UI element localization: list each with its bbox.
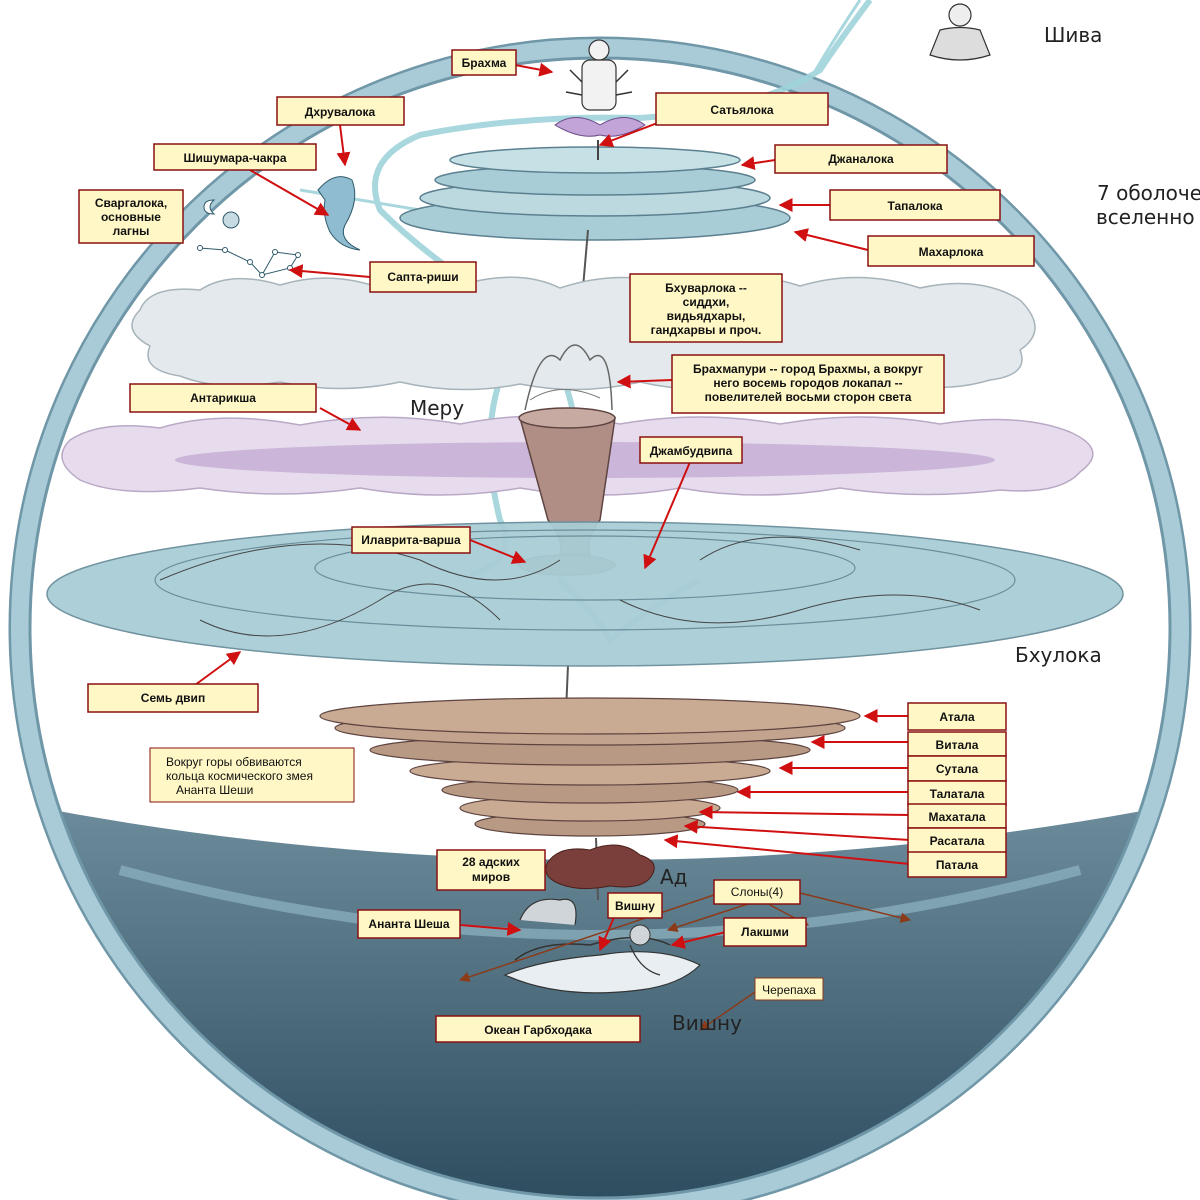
svg-text:гандхарвы и проч.: гандхарвы и проч. — [651, 323, 762, 337]
vishnu-on-shesha — [503, 898, 702, 994]
svg-text:Слоны(4): Слоны(4) — [731, 885, 783, 899]
label-ananta-note: Вокруг горы обвиваются кольца космическо… — [149, 747, 355, 803]
svg-text:Расатала: Расатала — [930, 834, 985, 848]
svg-text:него восемь городов локапал --: него восемь городов локапал -- — [713, 376, 902, 390]
label-antariksha: Антарикша — [129, 383, 317, 413]
svg-text:Брахма: Брахма — [462, 56, 507, 70]
label-ananta-shesha: Ананта Шеша — [357, 909, 461, 939]
svg-text:Лакшми: Лакшми — [741, 925, 789, 939]
label-sutala: Сутала — [907, 755, 1007, 782]
svg-text:Бхуварлока --: Бхуварлока -- — [665, 281, 747, 295]
caption-vishnu: Вишну — [672, 1011, 742, 1035]
svg-text:видьядхары,: видьядхары, — [667, 309, 746, 323]
pointer-arrows — [194, 62, 911, 952]
svarga-celestial — [203, 199, 240, 229]
svg-text:Талатала: Талатала — [930, 787, 985, 801]
caption-shells-2: вселенно — [1096, 205, 1195, 229]
label-lakshmi: Лакшми — [723, 917, 807, 947]
label-ilavrita: Илаврита-варша — [351, 526, 471, 554]
label-elephants: Слоны(4) — [713, 879, 801, 905]
svg-text:Океан Гарбходака: Океан Гарбходака — [484, 1023, 592, 1037]
hells-clump — [545, 844, 655, 890]
caption-shiva: Шива — [1044, 23, 1102, 47]
label-maharloka: Махарлока — [867, 235, 1035, 267]
label-tapaloka: Тапалока — [829, 189, 1001, 221]
label-ocean: Океан Гарбходака — [435, 1015, 641, 1043]
upper-lokas — [399, 146, 791, 241]
svg-text:основные: основные — [101, 210, 161, 224]
label-saptarishi: Сапта-риши — [369, 261, 477, 293]
label-svargaloka: Сваргалока, основные лагны — [78, 189, 184, 244]
svg-text:лагны: лагны — [113, 224, 150, 238]
svg-text:Брахмапури -- город Брахмы, а: Брахмапури -- город Брахмы, а вокруг — [693, 362, 923, 376]
caption-ad: Ад — [660, 865, 688, 889]
svg-text:кольца космического змея: кольца космического змея — [166, 769, 313, 783]
label-hells: 28 адских миров — [436, 849, 546, 891]
caption-meru: Меру — [410, 396, 464, 420]
svg-text:сиддхи,: сиддхи, — [683, 295, 730, 309]
svg-text:Вокруг горы обвиваются: Вокруг горы обвиваются — [166, 755, 302, 769]
svg-text:Махарлока: Махарлока — [919, 245, 984, 259]
label-patala: Патала — [907, 851, 1007, 878]
label-sem-dvip: Семь двип — [87, 683, 259, 713]
svg-text:Дхрувалока: Дхрувалока — [305, 105, 376, 119]
label-mahatala: Махатала — [907, 803, 1007, 829]
bhuloka-disc — [46, 521, 1124, 667]
label-brahmapuri: Брахмапури -- город Брахмы, а вокруг нег… — [671, 354, 945, 414]
svg-text:Антарикша: Антарикша — [190, 391, 256, 405]
svg-text:Ананта Шеши: Ананта Шеши — [176, 783, 253, 797]
svg-text:Черепаха: Черепаха — [762, 983, 816, 997]
svg-text:Ананта Шеша: Ананта Шеша — [368, 917, 449, 931]
svg-text:Джаналока: Джаналока — [828, 152, 894, 166]
shishumara-dolphin — [317, 176, 361, 251]
label-bhuvarloka: Бхуварлока -- сиддхи, видьядхары, гандха… — [629, 273, 783, 343]
elephant-arrows — [459, 892, 912, 1031]
lower-lokas — [319, 697, 861, 837]
caption-bhuloka: Бхулока — [1015, 643, 1102, 667]
label-dhruvaloka: Дхрувалока — [276, 96, 405, 126]
label-turtle: Черепаха — [754, 977, 824, 1001]
svg-text:Атала: Атала — [939, 710, 975, 724]
svg-text:Тапалока: Тапалока — [887, 199, 942, 213]
svg-text:миров: миров — [472, 870, 510, 884]
garbhodaka-ocean — [10, 800, 1190, 1200]
svg-text:Витала: Витала — [936, 738, 979, 752]
label-vitala: Витала — [907, 731, 1007, 757]
svg-text:Илаврита-варша: Илаврита-варша — [361, 533, 461, 547]
label-jambudvipa: Джамбудвипа — [639, 436, 743, 464]
svg-text:повелителей восьми сторон свет: повелителей восьми сторон света — [705, 390, 912, 404]
label-satyaloka: Сатьялока — [655, 92, 829, 126]
label-rasatala: Расатала — [907, 827, 1007, 854]
saptarishi-constellation — [197, 245, 301, 278]
svg-text:Джамбудвипа: Джамбудвипа — [650, 444, 733, 458]
svg-text:Вишну: Вишну — [615, 899, 655, 913]
label-janaloka: Джаналока — [774, 144, 948, 174]
shiva-figure — [929, 3, 991, 61]
svg-text:Сапта-риши: Сапта-риши — [387, 270, 458, 284]
label-talatala: Талатала — [907, 780, 1007, 806]
svg-text:Махатала: Махатала — [928, 810, 985, 824]
brahma-figure — [554, 39, 646, 137]
svg-text:Сваргалока,: Сваргалока, — [95, 196, 167, 210]
label-atala: Атала — [907, 702, 1007, 731]
label-vishnu-box: Вишну — [607, 892, 663, 919]
label-brahma: Брахма — [451, 49, 517, 76]
svg-text:Сутала: Сутала — [936, 762, 979, 776]
svg-text:Семь двип: Семь двип — [141, 691, 205, 705]
caption-shells-1: 7 оболоче — [1097, 181, 1200, 205]
svg-text:Шишумара-чакра: Шишумара-чакра — [184, 151, 287, 165]
label-shishumara: Шишумара-чакра — [153, 143, 317, 171]
svg-text:Сатьялока: Сатьялока — [710, 103, 774, 117]
svg-text:28 адских: 28 адских — [462, 855, 520, 869]
svg-text:Патала: Патала — [936, 858, 978, 872]
